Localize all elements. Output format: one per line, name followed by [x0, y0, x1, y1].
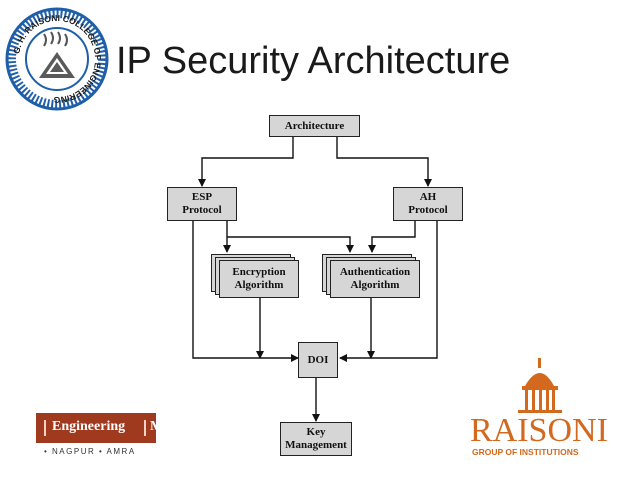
- engineering-label: Engineering: [52, 419, 126, 434]
- engineering-trailing-letter: M: [150, 419, 156, 435]
- authentication-algorithm-box: Authentication Algorithm: [330, 260, 420, 298]
- key-management-box: Key Management: [280, 422, 352, 456]
- doi-box: DOI: [298, 342, 338, 378]
- architecture-box: Architecture: [269, 115, 360, 137]
- raisoni-brand: RAISONI: [470, 412, 608, 449]
- arrow-architecture-to-esp: [198, 137, 294, 187]
- engineering-logo-bar: Engineering M: [36, 413, 156, 443]
- arrow-ah-to-authentication: [368, 221, 416, 253]
- encryption-algorithm-box: Encryption Algorithm: [219, 260, 299, 298]
- logo-separator: [144, 420, 146, 436]
- college-seal-logo: G. H. RAISONI COLLEGE OF ENGINEERING: [5, 7, 109, 111]
- seal-emblem: [39, 31, 75, 78]
- ah-protocol-box: AH Protocol: [393, 187, 463, 221]
- logo-separator: [44, 420, 46, 436]
- engineering-logo: Engineering M • NAGPUR • AMRA: [36, 413, 156, 461]
- engineering-city-text: • NAGPUR • AMRA: [44, 447, 136, 456]
- raisoni-tagline: GROUP OF INSTITUTIONS: [472, 447, 579, 457]
- raisoni-dome-icon: [518, 358, 562, 413]
- slide-title: IP Security Architecture: [116, 40, 511, 82]
- arrow-architecture-to-ah: [336, 137, 432, 187]
- esp-protocol-box: ESP Protocol: [167, 187, 237, 221]
- arrow-esp-to-authentication: [227, 236, 354, 253]
